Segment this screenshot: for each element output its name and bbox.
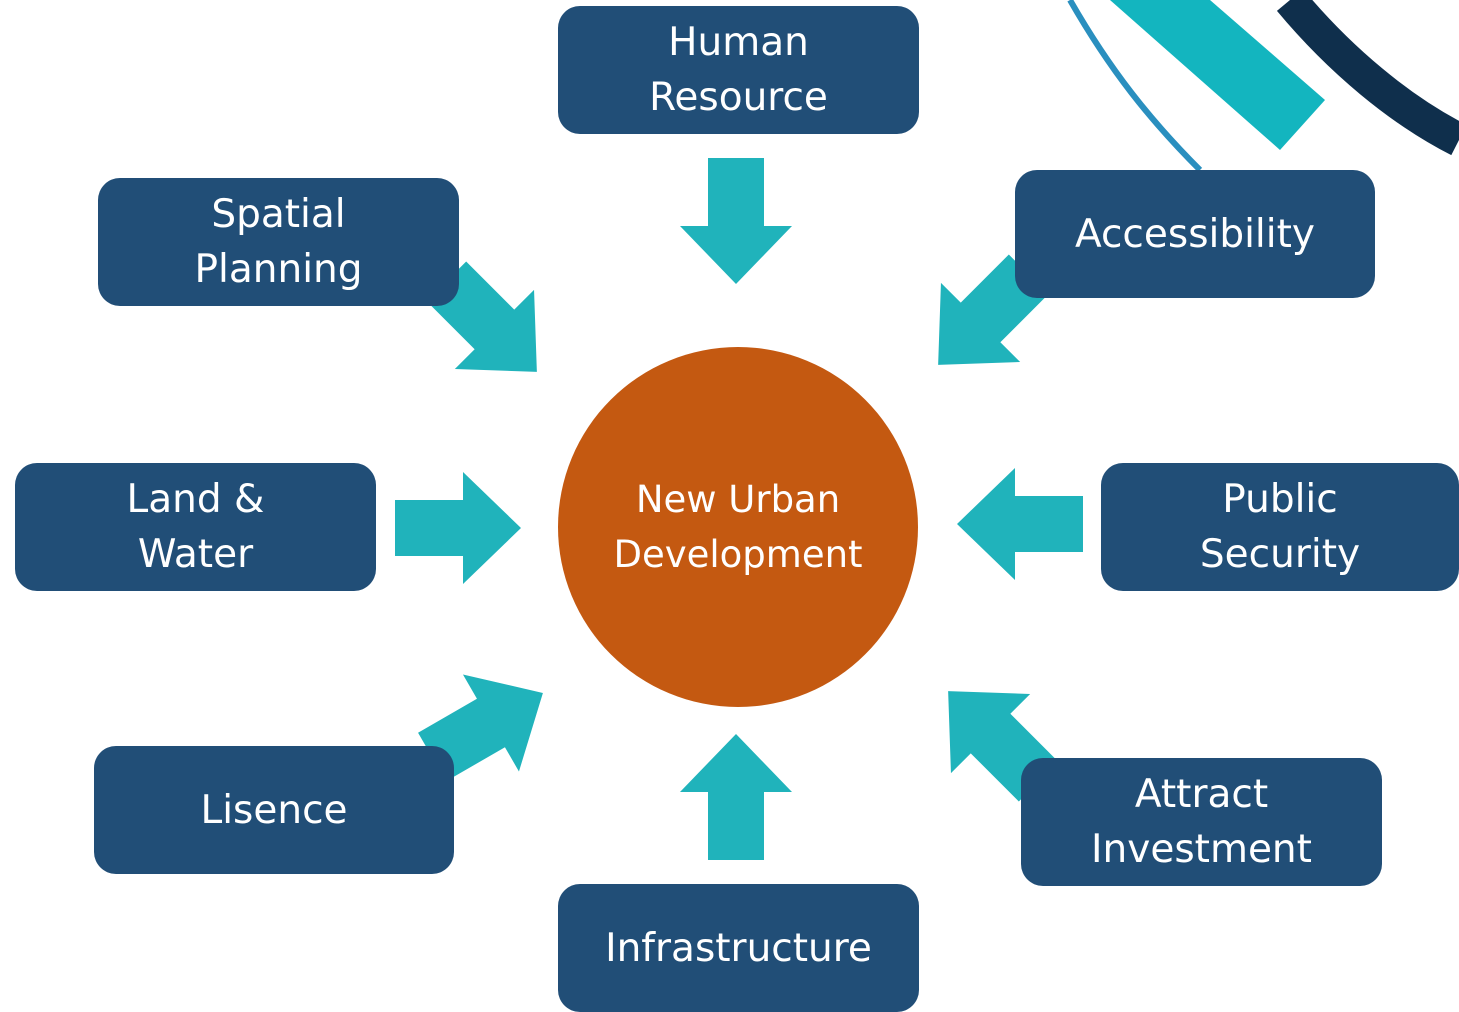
swoosh-thin-arc (1067, 0, 1203, 173)
arrow-from-land-water (395, 472, 521, 584)
node-human-resource: Human Resource (558, 6, 919, 134)
center-node: New Urban Development (558, 347, 918, 707)
node-land-water: Land & Water (15, 463, 376, 591)
node-infrastructure: Infrastructure (558, 884, 919, 1012)
swoosh-teal-band (1110, 0, 1325, 150)
node-attract-investment: Attract Investment (1021, 758, 1382, 886)
node-spatial-planning: Spatial Planning (98, 178, 459, 306)
arrow-from-infrastructure (680, 734, 792, 860)
node-public-security: Public Security (1101, 463, 1459, 591)
arrow-from-public-security (957, 468, 1083, 580)
swoosh-navy-arc (1276, 0, 1459, 156)
node-lisence: Lisence (94, 746, 454, 874)
node-accessibility: Accessibility (1015, 170, 1375, 298)
arrow-from-human-resource (680, 158, 792, 284)
